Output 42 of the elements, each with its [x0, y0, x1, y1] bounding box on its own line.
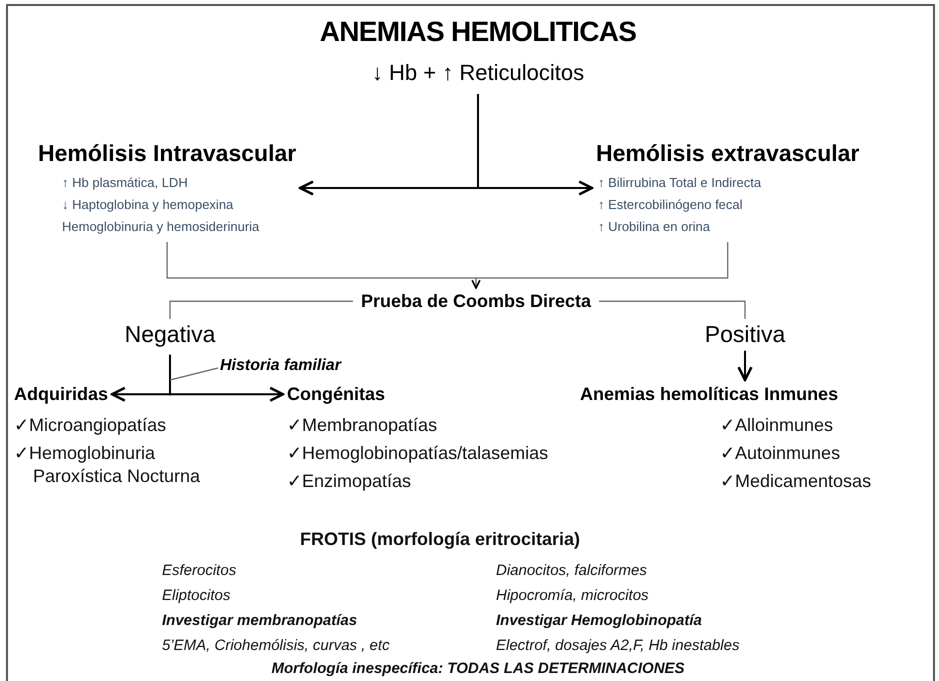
leader-line	[170, 367, 218, 381]
label-text: Esferocitos	[162, 562, 236, 581]
connector-line	[599, 300, 746, 319]
label-text: Morfología inespecífica: TODAS LAS DETERMINACIONES	[271, 660, 685, 679]
finding-text: Hemoglobinuria y hemosiderinuria	[61, 218, 260, 236]
leader-text: Historia familiar	[220, 356, 341, 376]
label-text: ✓Membranopatías	[287, 414, 438, 436]
label-text: 5’EMA, Criohemólisis, curvas , etc	[162, 637, 390, 656]
finding-text: ↑ Urobilina en orina	[597, 218, 712, 236]
arrow	[737, 350, 753, 382]
label-text: Hipocromía, microcitos	[496, 587, 649, 606]
label-text: ✓Enzimopatías	[287, 470, 412, 492]
heading: Hemólisis Intravascular	[38, 139, 296, 168]
label-text: Eliptocitos	[162, 587, 230, 606]
label-text: Investigar membranopatías	[162, 612, 358, 631]
node-label: Negativa	[124, 320, 216, 349]
label-text: ✓Hemoglobinopatías/talasemias	[287, 442, 548, 464]
finding-text: ↓ Haptoglobina y hemopexina	[61, 196, 234, 214]
node-label: Congénitas	[287, 383, 386, 406]
arrow	[471, 242, 728, 289]
finding-text: ↑ Hb plasmática, LDH	[61, 174, 189, 192]
heading: Hemólisis extravascular	[596, 139, 860, 168]
arrow	[169, 354, 284, 402]
subtitle: ↓ Hb + ↑ Reticulocitos	[372, 58, 584, 88]
label-text: ✓Alloinmunes	[720, 414, 834, 436]
label-text: Electrof, dosajes A2,F, Hb inestables	[496, 637, 740, 656]
node-label: Positiva	[704, 320, 786, 349]
label-text: ✓Microangiopatías	[14, 414, 166, 436]
label-text: Dianocitos, falciformes	[496, 562, 647, 581]
label-text: ✓Hemoglobinuria Paroxística Nocturna	[14, 442, 202, 487]
diagram-title: ANEMIAS HEMOLITICAS	[320, 15, 636, 49]
node-label: Anemias hemolíticas Inmunes	[580, 383, 838, 406]
node-label: Prueba de Coombs Directa	[360, 290, 592, 312]
finding-text: ↑ Bilirrubina Total e Indirecta	[597, 174, 762, 192]
label-text: ✓Medicamentosas	[720, 470, 872, 492]
label-text: ✓Autoinmunes	[720, 442, 840, 464]
connector-line	[169, 300, 353, 319]
node-label: Adquiridas	[14, 383, 108, 406]
arrow	[477, 94, 594, 196]
finding-text: ↑ Estercobilinógeno fecal	[597, 196, 744, 214]
label-text: Investigar Hemoglobinopatía	[496, 612, 702, 631]
label-text: FROTIS (morfología eritrocitaria)	[300, 528, 580, 550]
